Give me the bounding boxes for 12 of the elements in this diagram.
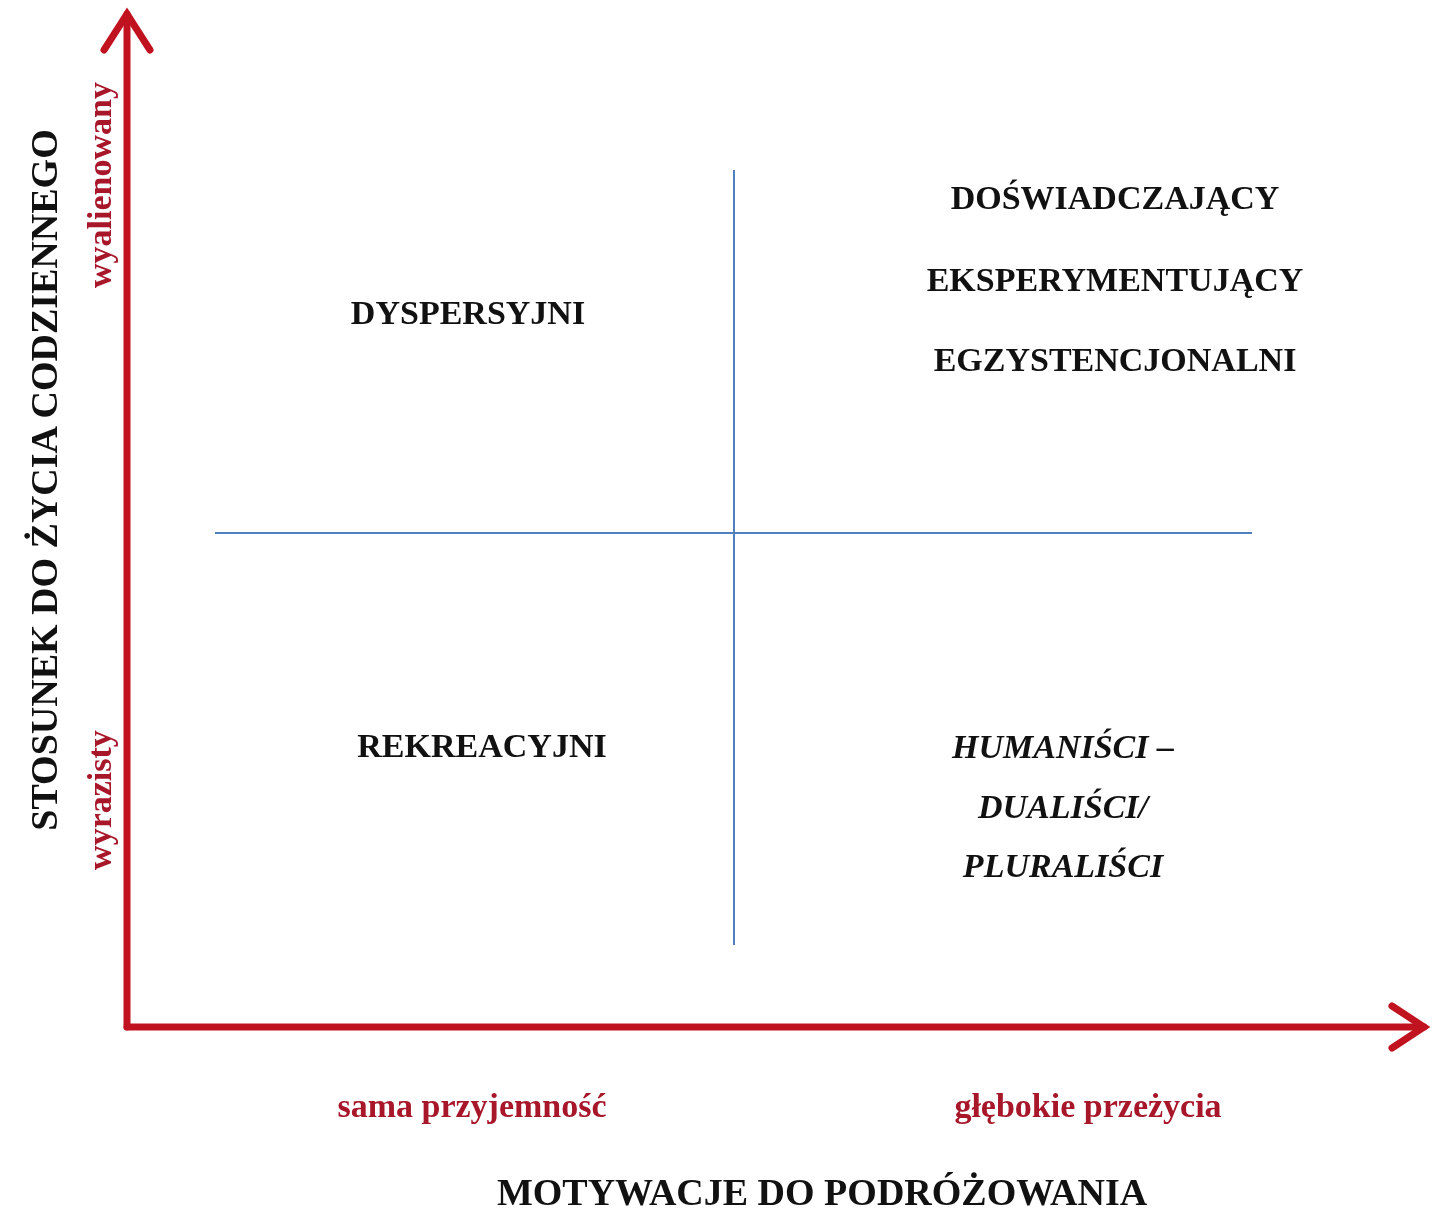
axis-title: STOSUNEK DO ŻYCIA CODZIENNEGO (23, 129, 67, 831)
axis-title: MOTYWACJE DO PODRÓŻOWANIA (496, 1171, 1148, 1215)
quadrant-label: REKREACYJNI (357, 726, 607, 766)
axis-end-label: głębokie przeżycia (954, 1086, 1222, 1126)
quadrant-label: DYSPERSYJNI (350, 293, 586, 333)
quadrant-label: EKSPERYMENTUJĄCY (926, 260, 1304, 300)
quadrant-label: EGZYSTENCJONALNI (933, 340, 1297, 380)
axis-end-label: wyalienowany (80, 82, 120, 288)
quadrant-label: HUMANIŚCI – DUALIŚCI/ PLURALIŚCI (950, 726, 1175, 886)
quadrant-label: DOŚWIADCZAJĄCY (950, 178, 1280, 218)
axis-end-label: sama przyjemność (337, 1086, 607, 1126)
axis-end-label: wyrazisty (80, 730, 120, 870)
